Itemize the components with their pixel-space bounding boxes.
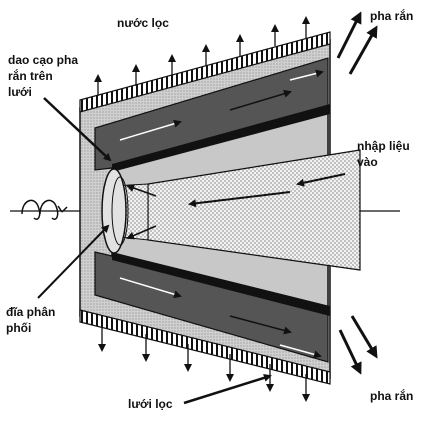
solids-top-label: pha rắn <box>370 8 413 23</box>
scraper-pointer <box>43 97 112 162</box>
filtrate-arrows-bottom <box>98 324 310 402</box>
lower-scraper-blade <box>112 252 330 316</box>
scraper-label-line2: rắn trên <box>8 68 53 83</box>
screen-top-strip <box>79 31 331 113</box>
lower-solids-layer <box>94 251 329 363</box>
distributor-disc <box>101 168 127 254</box>
upper-scraper-blade <box>112 104 330 172</box>
screen-pointer <box>183 373 272 405</box>
solids-discharge-bottom <box>338 315 378 375</box>
rotation-icon <box>21 199 68 220</box>
disc-pointer <box>37 224 110 299</box>
lower-layer-arrow-2 <box>229 315 292 335</box>
distributor-disc-rim <box>111 176 129 246</box>
solids-discharge-top <box>336 11 378 75</box>
screen-label: lưới lọc <box>128 397 173 411</box>
upper-layer-arrow-3 <box>289 69 324 81</box>
disc-label-line2: phối <box>6 321 31 335</box>
feed-return-arrow-top <box>126 184 157 197</box>
disc-label-line1: đĩa phân <box>6 305 55 319</box>
feed-in-pointer <box>296 173 346 187</box>
filtrate-label: nước lọc <box>117 16 169 30</box>
scraper-label-line1: dao cạo pha <box>8 53 78 67</box>
feed-label-line2: vào <box>357 155 378 169</box>
upper-layer-arrow-2 <box>229 89 292 111</box>
lower-layer-arrow-1 <box>119 277 182 299</box>
filtrate-arrows-top <box>94 16 310 96</box>
feed-return-arrow-bottom <box>126 225 157 240</box>
feed-flow-arrow <box>188 191 291 208</box>
screen-bottom-strip <box>79 309 331 385</box>
lower-layer-arrow-3 <box>279 344 322 359</box>
scraper-label-line3: lưới <box>8 85 32 99</box>
solids-bottom-label: pha rắn <box>370 388 413 403</box>
upper-layer-arrow-1 <box>119 119 182 141</box>
feed-label-line1: nhập liệu <box>357 139 410 153</box>
